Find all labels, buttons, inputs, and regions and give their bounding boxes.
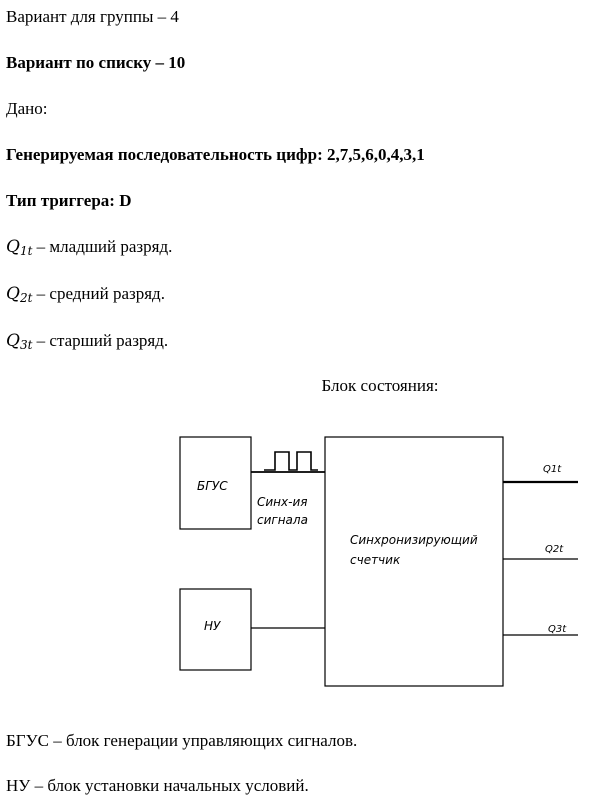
q2-output-label: Q2t [545,544,564,555]
given-label: Дано: [6,99,48,118]
bgus-box [179,436,252,530]
state-block-diagram: БГУС НУ Синхронизирующий счетчик Синх-ия… [179,436,578,687]
bgus-definition: БГУС – блок генерации управляющих сигнал… [6,731,358,750]
q3-definition: Q3t – старший разряд. [6,331,168,355]
q3-symbol: Q3t [6,331,33,352]
q1-definition: Q1t – младший разряд. [6,237,172,261]
q3-output-label: Q3t [548,624,567,635]
q3-description: – старший разряд. [32,331,169,350]
nu-definition: НУ – блок установки начальных условий. [6,776,309,795]
counter-box [324,436,504,687]
counter-label-line1: Синхронизирующий [350,533,478,547]
nu-label: НУ [204,619,221,633]
sequence-line: Генерируемая последовательность цифр: 2,… [6,145,425,164]
signal-label-line2: сигнала [257,513,308,527]
clock-pulse-icon [264,451,318,471]
q2-description: – средний разряд. [32,284,165,303]
variant-list-line: Вариант по списку – 10 [6,53,186,72]
bgus-label: БГУС [197,479,228,493]
block-caption: Блок состояния: [321,376,439,395]
signal-label-line1: Синх-ия [257,495,307,509]
q1-output-label: Q1t [543,464,562,475]
q2-symbol: Q2t [6,284,33,305]
trigger-type-line: Тип триггера: D [6,191,132,210]
counter-label-line2: счетчик [350,553,401,567]
q1-symbol: Q1t [6,237,33,258]
nu-box [179,588,252,671]
q1-description: – младший разряд. [32,237,173,256]
variant-group-line: Вариант для группы – 4 [6,7,179,26]
q2-definition: Q2t – средний разряд. [6,284,165,308]
